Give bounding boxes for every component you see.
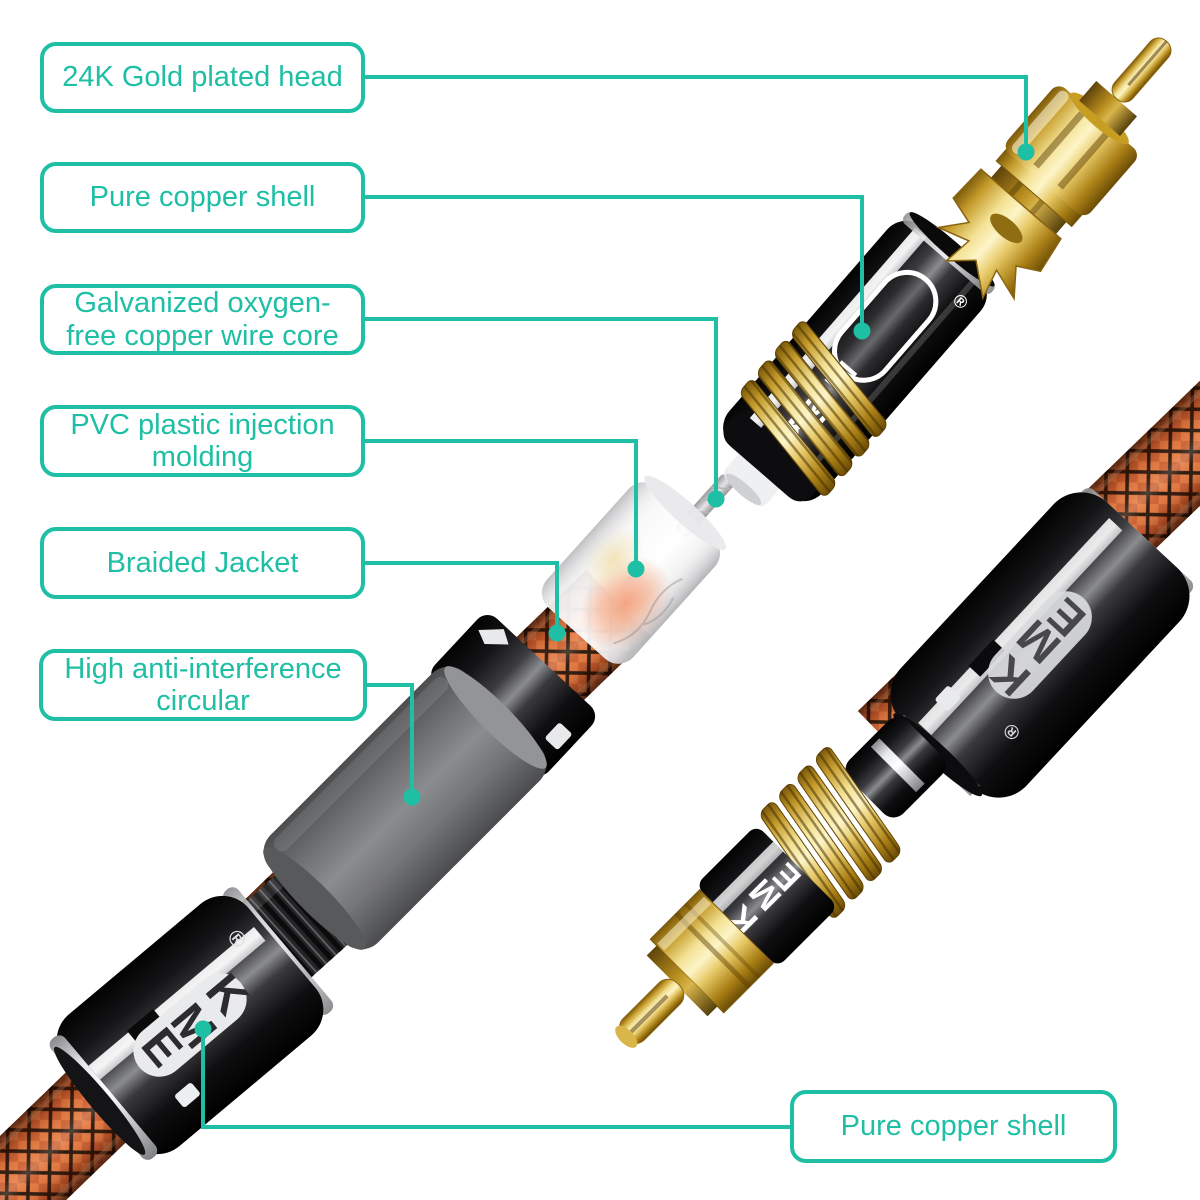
callout-label-braided-jacket: Braided Jacket [40,527,365,599]
knurled-ring [740,321,887,496]
callout-line-copper-shell-top [365,195,864,331]
callout-line-copper-shell-bottom [201,1029,790,1129]
callout-line-gold-head [365,75,1028,152]
gold-plated-head [984,37,1172,242]
connector-shell-right: EMK ® [890,488,1194,798]
callout-line-anti-interference [367,683,414,797]
knurled-ring [760,747,901,918]
callout-dot-gold-head [1017,143,1035,161]
crown-clamp [935,168,1062,302]
callout-dot-copper-shell-bottom [194,1020,212,1038]
callout-label-copper-shell-bottom: Pure copper shell [790,1090,1117,1163]
callout-label-gold-head: 24K Gold plated head [40,42,365,113]
callout-dot-pvc-molding [627,560,645,578]
callout-label-copper-shell-top: Pure copper shell [40,162,365,233]
callout-line-wire-core [365,317,718,499]
assembled-rca-plug: EMK ® [615,717,946,1048]
callout-label-pvc-molding: PVC plastic injection molding [40,405,365,477]
callout-line-pvc-molding [365,439,638,569]
callout-dot-braided-jacket [548,624,566,642]
callout-lines [194,75,1035,1129]
callout-dot-anti-interference [403,788,421,806]
connector-shell-top: EMK ® [723,212,995,507]
callout-line-braided-jacket [365,561,559,633]
callout-dot-copper-shell-top [853,322,871,340]
callout-dot-wire-core [707,490,725,508]
callout-label-anti-interference: High anti-interference circular [39,649,367,721]
connector-shell-bottom-left: EMK ® [49,887,334,1160]
callout-label-wire-core: Galvanized oxygen-free copper wire core [40,284,365,355]
ferrite-cylinder [263,666,547,950]
